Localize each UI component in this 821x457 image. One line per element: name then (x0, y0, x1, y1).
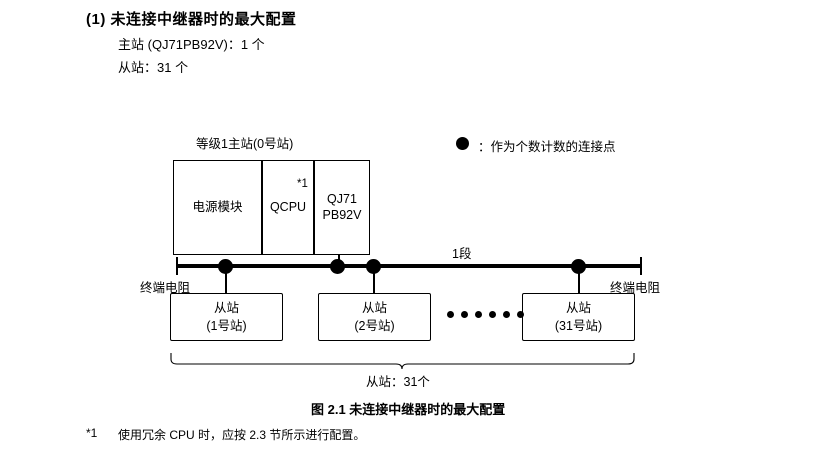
section-heading: (1) 未连接中继器时的最大配置 (86, 11, 297, 28)
legend-label: ：作为个数计数的连接点 (478, 140, 616, 154)
slave-title: 从站 (213, 300, 239, 315)
qcpu-module-label: QCPU (269, 199, 307, 214)
footnote-mark: *1 (86, 426, 98, 440)
asterisk-note: *1 (297, 178, 308, 190)
master-station-label: 等级1主站(0号站) (196, 137, 294, 151)
slave-station-box-31: 从站 (31号站) (522, 293, 635, 341)
figure-caption: 图 2.1 未连接中继器时的最大配置 (311, 402, 506, 417)
terminator-left-label: 终端电阻 (140, 281, 191, 295)
power-module-box: 电源模块 (173, 160, 262, 255)
segment-label: 1段 (452, 247, 472, 261)
slave-subtitle: (1号站) (206, 319, 247, 333)
terminator-left-tick (176, 257, 178, 275)
slave-subtitle: (31号站) (554, 319, 603, 333)
slave-drop-line (373, 266, 375, 293)
terminator-right-tick (640, 257, 642, 275)
slave-station-box-1: 从站 (1号站) (170, 293, 283, 341)
footnote-text: 使用冗余 CPU 时，应按 2.3 节所示进行配置。 (118, 428, 366, 442)
slave-drop-line (578, 266, 580, 293)
slave-drop-line (225, 266, 227, 293)
heading-detail-master: 主站 (QJ71PB92V)：1 个 (118, 37, 265, 52)
filled-circle-icon (456, 137, 469, 150)
power-module-label: 电源模块 (192, 199, 243, 214)
slave-title: 从站 (565, 300, 591, 315)
slave-group-brace (170, 352, 635, 370)
connection-point-dot (330, 259, 345, 274)
heading-detail-slave: 从站：31 个 (118, 60, 189, 75)
slave-title: 从站 (361, 300, 387, 315)
terminator-right-label: 终端电阻 (610, 281, 661, 295)
slave-station-box-2: 从站 (2号站) (318, 293, 431, 341)
ellipsis-dots-icon (447, 311, 524, 318)
bus-trunk-line (176, 264, 642, 268)
brace-label: 从站：31个 (366, 375, 430, 389)
slave-subtitle: (2号站) (354, 319, 395, 333)
qcpu-module-box: QCPU (262, 160, 314, 255)
